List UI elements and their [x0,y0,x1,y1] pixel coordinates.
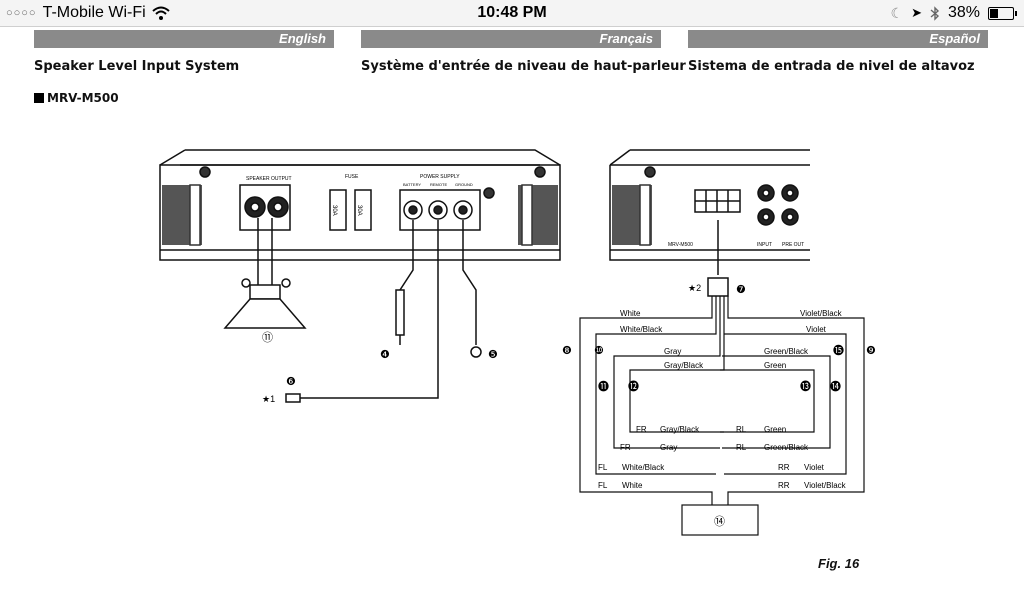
wire-label-white-2: White [622,481,643,490]
wire-ch-fr-1: FR [636,425,647,434]
callout-ground-wire: ❺ [488,349,498,361]
lang-bar-french: Français [361,30,661,48]
wifi-icon [152,6,170,20]
wire-label-green-black-2: Green/Black [764,443,809,452]
left-amplifier [159,149,561,261]
speaker-output-label: SPEAKER OUTPUT [246,176,292,182]
callout-10: ❿ [594,345,604,357]
model-label: MRV-M500 [34,91,119,105]
wire-label-green-2: Green [764,425,786,434]
wire-label-white: White [620,309,641,318]
wire-label-gray-black-2: Gray/Black [660,425,700,434]
heading-english: Speaker Level Input System [34,59,240,74]
wire-label-violet-2: Violet [804,463,825,472]
callout-speaker: ⑪ [262,331,273,344]
wire-ch-rr-2: RR [778,481,790,490]
lang-bar-spanish: Español [688,30,988,48]
wire-label-violet-black: Violet/Black [800,309,843,318]
wire-ch-fl-2: FL [598,481,608,490]
terminal-ground-label: GROUND [455,182,473,187]
figure-label: Fig. 16 [818,556,860,571]
wire-label-violet: Violet [806,325,827,334]
wire-label-gray: Gray [664,347,681,356]
wire-label-violet-black-2: Violet/Black [804,481,847,490]
callout-15: ⓯ [833,344,844,357]
power-wires [285,220,482,403]
bluetooth-icon [930,5,939,21]
right-amplifier [609,149,810,297]
wire-ch-rr-1: RR [778,463,790,472]
callout-head-unit: ⑭ [714,515,725,528]
power-supply-label: POWER SUPPLY [420,174,460,180]
lang-bar-english: English [34,30,334,48]
wire-ch-fl-1: FL [598,463,608,472]
battery-icon [988,6,1017,20]
wire-label-green-black: Green/Black [764,347,809,356]
wire-ch-rl-2: RL [736,443,747,452]
fuse-label: FUSE [345,174,359,180]
callout-9: ❾ [866,345,876,357]
terminal-remote-label: REMOTE [430,182,447,187]
status-bar: ○○○○ T-Mobile Wi-Fi 10:48 PM ☾ ➤ 38% [0,0,1024,27]
wire-label-gray-black: Gray/Black [664,361,704,370]
callout-13: ⓭ [800,380,811,393]
right-model-label: MRV-M500 [668,242,693,248]
clock: 10:48 PM [477,4,547,21]
wire-ch-rl-1: RL [736,425,747,434]
location-arrow-icon: ➤ [911,5,922,20]
heading-spanish: Sistema de entrada de nivel de altavoz [688,59,975,74]
speaker-unit [223,218,307,329]
moon-icon: ☾ [890,4,904,21]
battery-percent: 38% [947,4,980,21]
callout-11: ⓫ [598,380,609,393]
fuse-value-1: 30A [331,205,337,216]
callout-14: ⓮ [830,380,841,393]
wire-label-white-black: White/Black [620,325,663,334]
star-1-label: ★1 [262,394,275,404]
callout-12: ⓬ [628,380,639,393]
callout-connector: ❼ [736,284,746,296]
wire-ch-fr-2: FR [620,443,631,452]
callout-remote-wire: ❻ [286,376,296,388]
fuse-value-2: 30A [356,205,362,216]
heading-french: Système d'entrée de niveau de haut-parle… [361,59,686,74]
callout-8: ❽ [562,345,572,357]
callout-battery-wire: ❹ [380,349,390,361]
carrier-name: T-Mobile Wi-Fi [42,4,146,21]
preout-label: PRE OUT [782,242,804,248]
wire-label-gray-2: Gray [660,443,677,452]
terminal-battery-label: BATTERY [403,182,421,187]
wire-harness [579,296,865,536]
input-label: INPUT [757,242,772,248]
wire-label-green: Green [764,361,786,370]
signal-dots-icon: ○○○○ [6,7,37,19]
star-2-label: ★2 [688,283,701,293]
wire-label-white-black-2: White/Black [622,463,665,472]
